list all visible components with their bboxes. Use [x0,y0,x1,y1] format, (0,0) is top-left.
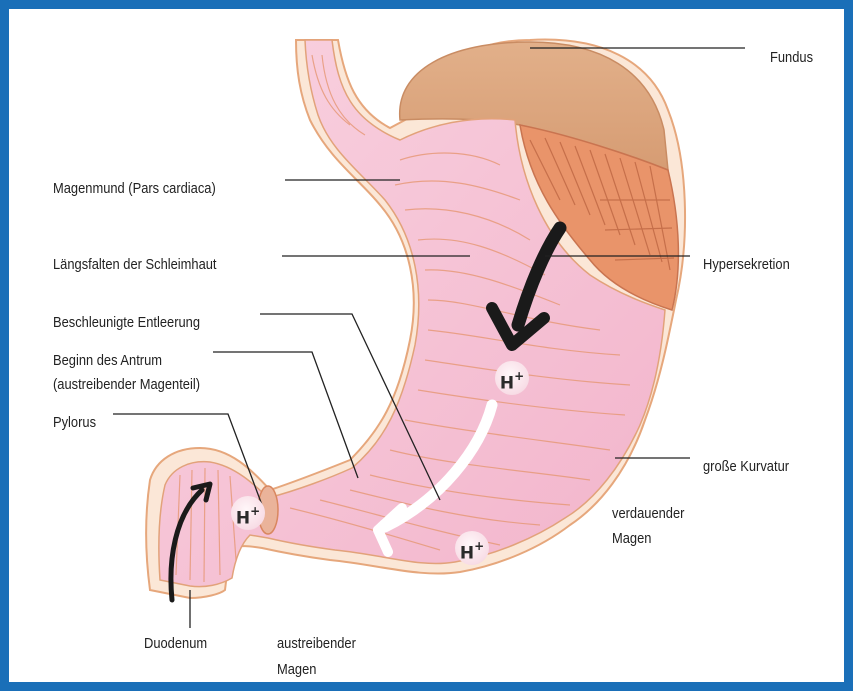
hplus-ion-antrum: H+ [455,531,489,565]
label-antrum-line1: Beginn des Antrum [53,352,162,370]
label-grosse-kurvatur: große Kurvatur [703,458,789,476]
hplus-ion-top: H+ [495,361,529,395]
label-verdauender-line2: Magen [612,530,651,548]
label-duodenum: Duodenum [144,635,207,653]
label-pylorus: Pylorus [53,414,96,432]
label-antrum-line2: (austreibender Magenteil) [53,376,200,394]
label-austreibender-line1: austreibender [277,635,356,653]
label-verdauender-line1: verdauender [612,505,684,523]
stomach-illustration [9,9,844,682]
label-austreibender-line2: Magen [277,661,316,679]
label-hypersekretion: Hypersekretion [703,256,790,274]
label-magenmund: Magenmund (Pars cardiaca) [53,180,216,198]
hplus-ion-pylorus: H+ [231,496,265,530]
label-laengsfalten: Längsfalten der Schleimhaut [53,256,217,274]
label-beschleunigte-entleerung: Beschleunigte Entleerung [53,314,200,332]
label-fundus: Fundus [770,49,813,67]
